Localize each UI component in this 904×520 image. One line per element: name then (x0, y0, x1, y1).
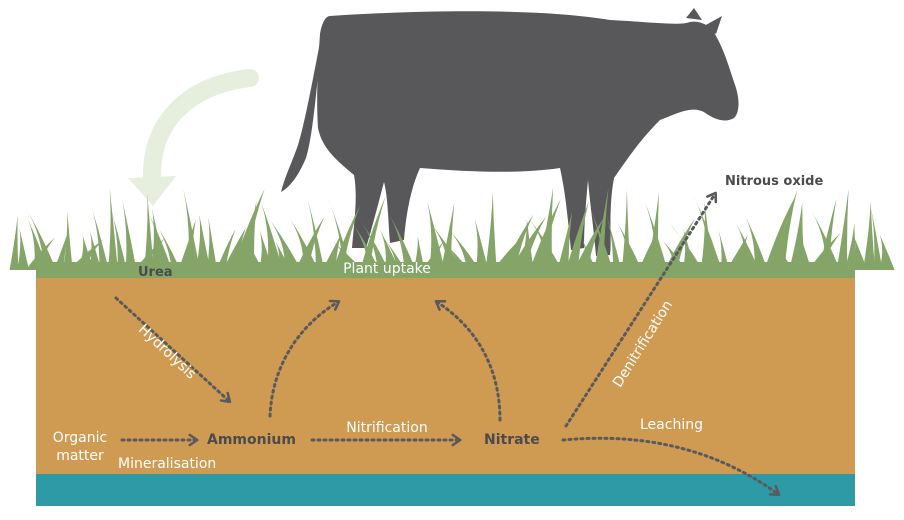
label-nitrate: Nitrate (484, 432, 540, 448)
label-mineralisation: Mineralisation (118, 456, 217, 472)
leaching-arrow (561, 436, 781, 496)
label-leaching: Leaching (640, 417, 703, 433)
water-table (36, 474, 855, 506)
cow-icon (281, 8, 739, 257)
soil-layer (36, 276, 855, 474)
grass-band (9, 187, 895, 278)
label-ammonium: Ammonium (207, 432, 296, 448)
label-organic-matter-line1: Organic (52, 430, 108, 446)
process-arrows (114, 191, 781, 496)
label-organic-matter-line2: matter (56, 448, 104, 464)
denitrification-arrow (564, 191, 718, 428)
hydrolysis-arrow (114, 296, 232, 404)
label-plant-uptake: Plant uptake (343, 261, 431, 277)
label-nitrification: Nitrification (346, 420, 428, 436)
label-urea: Urea (138, 265, 173, 280)
ammonium-uptake-arrow (268, 299, 341, 418)
label-nitrous-oxide: Nitrous oxide (725, 174, 824, 189)
nitrate-uptake-arrow (434, 299, 502, 422)
deposit-arrow-icon (128, 69, 259, 206)
